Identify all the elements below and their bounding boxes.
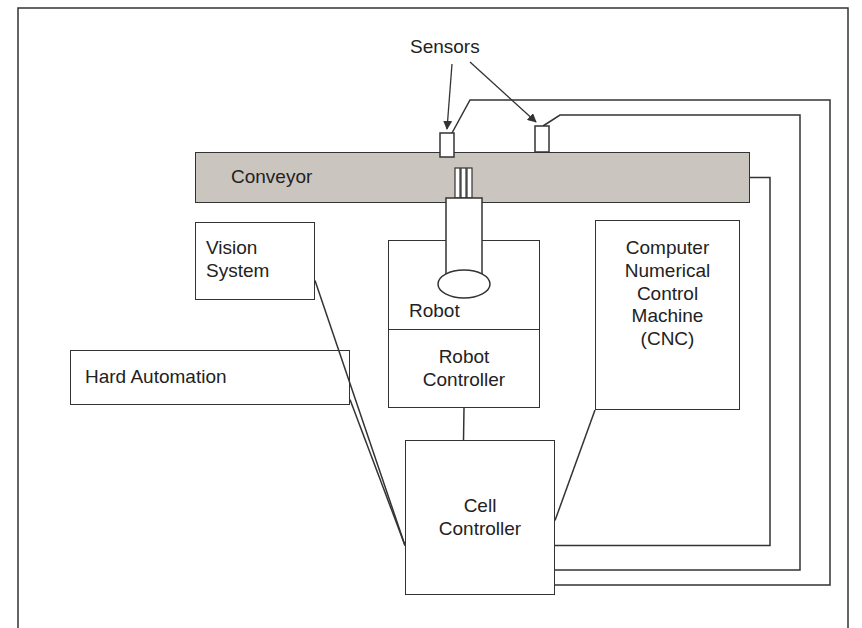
sensor: [535, 126, 549, 152]
process-box: Vision System: [195, 222, 315, 300]
connector-line: [463, 408, 465, 440]
leader-arrow: [447, 64, 452, 129]
gripper-finger: [467, 168, 472, 198]
robot-base: [438, 270, 490, 298]
sensor: [440, 133, 454, 157]
callout-label: Sensors: [410, 36, 480, 59]
process-box: Hard Automation: [70, 350, 350, 405]
process-box: Robot Controller: [388, 329, 540, 408]
node-label: Hard Automation: [85, 366, 227, 389]
page-frame: [18, 8, 848, 628]
connector-line: [350, 400, 405, 546]
gripper-finger: [461, 168, 466, 198]
leader-arrow: [470, 62, 536, 122]
connector-line: [555, 178, 770, 546]
node-label: Computer Numerical Control Machine (CNC): [604, 237, 731, 351]
sensor-wire: [452, 100, 830, 585]
node-label: Conveyor: [231, 166, 312, 189]
node-label: Robot Controller: [403, 346, 525, 392]
node-label: Robot: [409, 300, 460, 323]
node-label: Cell Controller: [420, 495, 540, 541]
sensor-wire: [543, 115, 800, 570]
connector-line: [315, 281, 405, 546]
node-label: Vision System: [206, 237, 304, 283]
gripper-finger: [455, 168, 460, 198]
connector-line: [555, 410, 595, 521]
process-box: Computer Numerical Control Machine (CNC): [595, 220, 740, 410]
process-box: Cell Controller: [405, 440, 555, 595]
